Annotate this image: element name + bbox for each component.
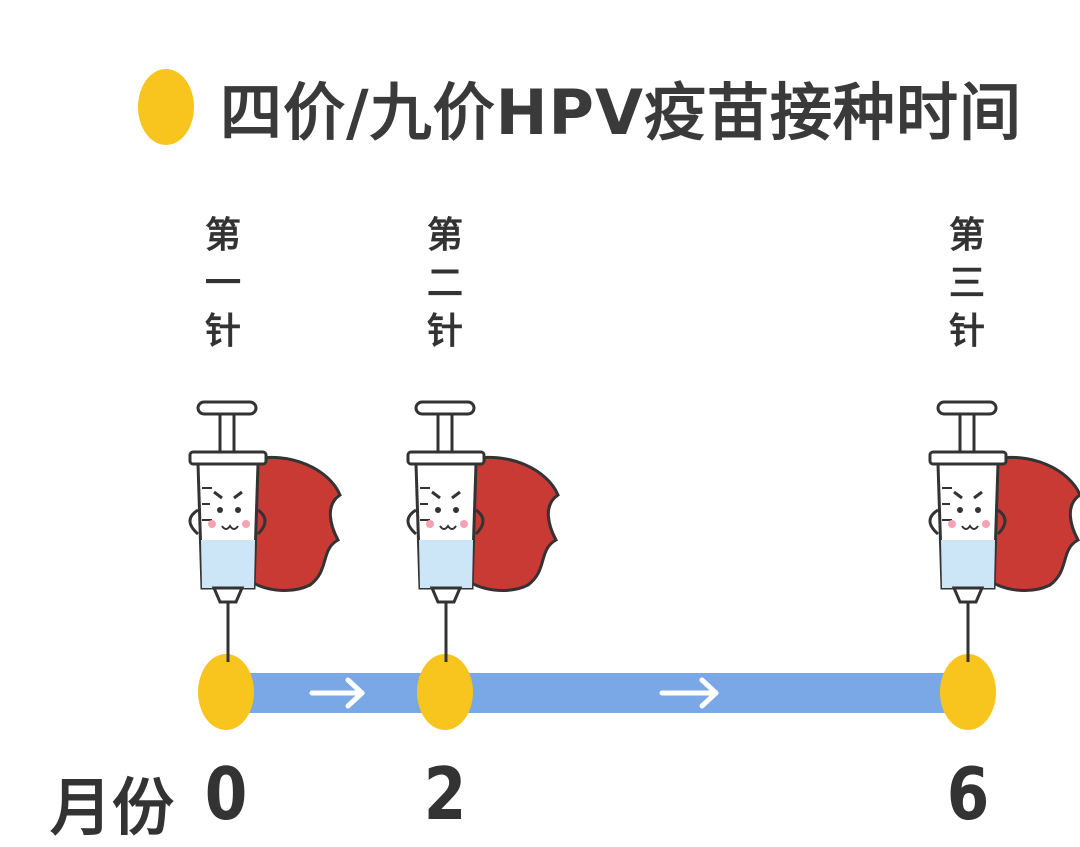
dose-label-char: 二 bbox=[426, 263, 463, 304]
dose-label-3: 第 三 针 bbox=[937, 212, 997, 356]
timeline-node bbox=[417, 654, 473, 730]
dose-label-char: 第 bbox=[204, 215, 241, 256]
syringe-hero-icon bbox=[406, 400, 560, 662]
month-value-0: 0 bbox=[204, 752, 248, 836]
timeline-node bbox=[198, 654, 254, 730]
syringe-hero-icon bbox=[188, 400, 342, 662]
timeline-node bbox=[940, 654, 996, 730]
page-title: 四价/九价HPV疫苗接种时间 bbox=[220, 76, 1022, 149]
dose-label-char: 针 bbox=[948, 311, 985, 352]
dose-label-char: 第 bbox=[426, 215, 463, 256]
axis-label-month: 月份 bbox=[50, 771, 175, 844]
dose-label-char: 第 bbox=[948, 215, 985, 256]
dose-label-1: 第 一 针 bbox=[193, 212, 253, 356]
dose-label-char: 一 bbox=[204, 263, 241, 304]
dose-label-char: 针 bbox=[426, 311, 463, 352]
arrow-icon bbox=[309, 677, 365, 709]
dose-label-2: 第 二 针 bbox=[415, 212, 475, 356]
title-bullet-dot bbox=[138, 69, 194, 145]
title-row: 四价/九价HPV疫苗接种时间 bbox=[138, 62, 1022, 152]
month-value-6: 6 bbox=[946, 752, 990, 836]
month-value-2: 2 bbox=[423, 752, 467, 836]
arrow-icon bbox=[659, 677, 719, 709]
syringe-hero-icon bbox=[928, 400, 1080, 662]
dose-label-char: 三 bbox=[948, 263, 985, 304]
dose-label-char: 针 bbox=[204, 311, 241, 352]
